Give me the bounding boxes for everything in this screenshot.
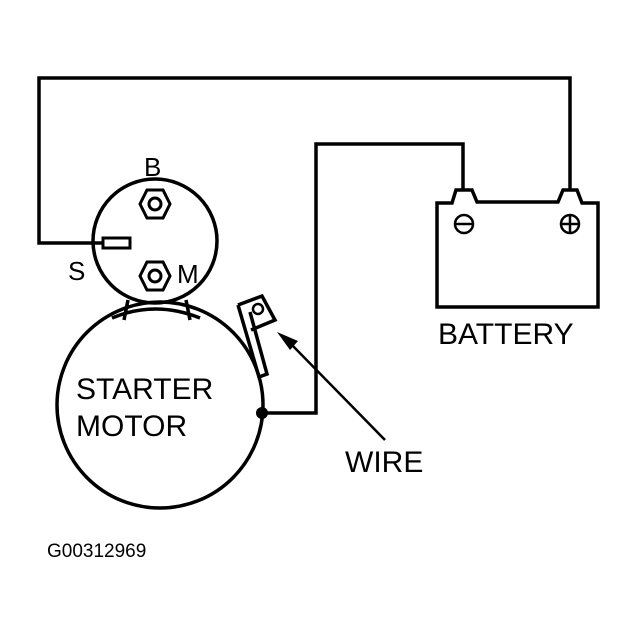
terminal-b-nut — [138, 188, 172, 220]
battery-negative-symbol — [453, 213, 475, 235]
wire-pointer-arrow — [277, 332, 386, 441]
battery-positive-symbol — [559, 213, 581, 235]
terminal-s-label: S — [68, 256, 85, 286]
starter-motor-label-line2: MOTOR — [76, 410, 187, 443]
ground-connection-dot — [256, 407, 268, 419]
terminal-s-tab — [101, 236, 132, 250]
starter-motor-body — [55, 300, 265, 510]
solenoid-mount — [111, 299, 201, 321]
starter-motor-label-line1: STARTER — [76, 373, 213, 406]
terminal-b-label: B — [144, 152, 161, 182]
wire-s-to-battery-positive — [37, 76, 572, 245]
battery-label: BATTERY — [438, 318, 574, 351]
wire-label: WIRE — [345, 446, 423, 479]
terminal-m-label: M — [177, 259, 199, 289]
battery-body — [435, 188, 600, 309]
ground-strap-hole — [251, 302, 265, 316]
terminal-m-nut — [138, 260, 172, 292]
wire-motor-to-battery-negative — [262, 142, 465, 415]
figure-id: G00312969 — [47, 541, 146, 562]
ground-strap — [236, 293, 278, 380]
